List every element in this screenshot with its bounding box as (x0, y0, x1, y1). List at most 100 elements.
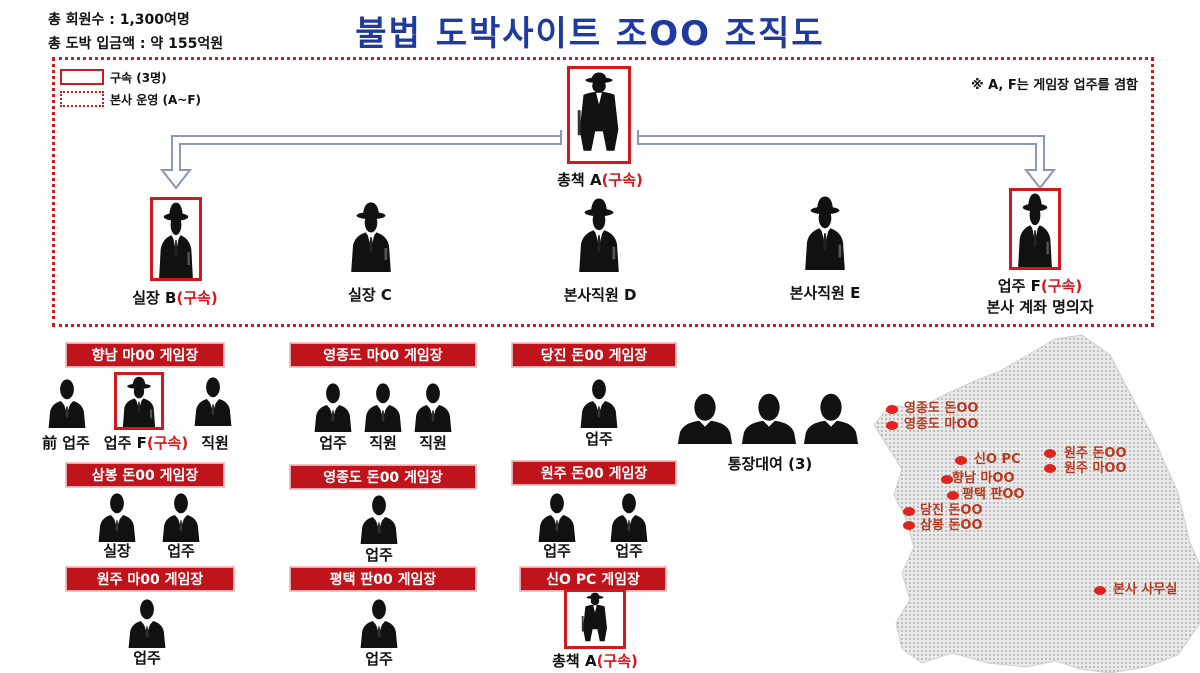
lender-3 (802, 386, 860, 444)
map-label-dangjin: 당진 돈OO (920, 503, 983, 518)
map-label-sambong: 삼봉 돈OO (920, 518, 983, 533)
map-label-hq-office: 본사 사무실 (1113, 582, 1178, 597)
owner-f-label: 업주 F(구속) 본사 계좌 명의자 (960, 276, 1120, 318)
fedora-person-silhouette-icon (570, 69, 628, 161)
manager-b-figure (150, 197, 202, 281)
hyangnam-p2-label: 업주 F(구속) (103, 434, 189, 452)
legend-hq: 본사 운영 (A~F) (60, 88, 201, 110)
page-title: 불법 도박사이트 조OO 조직도 (355, 14, 825, 54)
store-wonju-don-title: 원주 돈00 게임장 (512, 461, 676, 485)
map-label-yeongjong-ma: 영종도 마OO (904, 417, 979, 432)
map-dot-wonju-don (1044, 449, 1056, 458)
yeongjong-ma-p3-label: 직원 (419, 434, 447, 452)
fedora-person-silhouette-icon (572, 196, 626, 272)
store-sambong-title: 삼봉 돈00 게임장 (66, 463, 224, 487)
hq-frame (52, 57, 1154, 327)
map-label-sin-pc: 신O PC (974, 452, 1021, 467)
map-dot-sin-pc (955, 456, 967, 465)
boss-a-figure (567, 66, 631, 164)
store-pyeongtaek-title: 평택 판00 게임장 (290, 567, 476, 591)
manager-c-figure (344, 200, 398, 272)
map-label-pyeongtaek: 평택 판OO (962, 487, 1025, 502)
legend-hq-label: 본사 운영 (A~F) (110, 92, 202, 107)
wonju-don-p1-label: 업주 (543, 542, 571, 560)
yeongjong-ma-staff-1 (360, 378, 406, 432)
sambong-owner (158, 488, 204, 542)
sambong-p2-label: 업주 (167, 542, 195, 560)
staff-d-figure (572, 196, 626, 272)
pyeongtaek-p1-label: 업주 (365, 650, 393, 668)
legend-arrested: 구속 (3명) (60, 66, 201, 88)
deposit-total: 총 도박 입금액 : 약 155억원 (48, 36, 224, 52)
account-lending-label: 통장대여 (3) (727, 455, 813, 473)
dangjin-p1-label: 업주 (585, 430, 613, 448)
suited-person-silhouette-icon (360, 378, 406, 432)
staff-d-label: 본사직원 D (563, 286, 637, 304)
note: ※ A, F는 게임장 업주를 겸함 (970, 78, 1138, 93)
yeongjong-ma-staff-2 (410, 378, 456, 432)
wonju-ma-owner (124, 594, 170, 648)
stats-block: 총 회원수 : 1,300여명 총 도박 입금액 : 약 155억원 (48, 8, 223, 56)
map-dot-hq-office (1094, 586, 1106, 595)
dangjin-owner (576, 374, 622, 428)
fedora-person-silhouette-icon (344, 200, 398, 272)
fedora-person-silhouette-icon (117, 375, 161, 427)
suited-person-silhouette-icon (124, 594, 170, 648)
map-dot-hyangnam (941, 475, 953, 484)
sin-pc-boss-a (564, 589, 626, 649)
hyangnam-former-owner (44, 374, 90, 428)
fedora-person-silhouette-icon (153, 200, 199, 278)
suited-person-silhouette-icon (44, 374, 90, 428)
lender-1 (676, 386, 734, 444)
sin-pc-p1-label: 총책 A(구속) (552, 652, 638, 670)
map-label-wonju-ma: 원주 마OO (1064, 461, 1127, 476)
wonju-don-owner-1 (534, 488, 580, 542)
store-yeongjong-don-title: 영종도 돈00 게임장 (290, 465, 476, 489)
yeongjong-don-owner (356, 490, 402, 544)
wonju-ma-p1-label: 업주 (133, 649, 161, 667)
head-person-silhouette-icon (740, 386, 798, 444)
map-label-wonju-don: 원주 돈OO (1064, 446, 1127, 461)
map-dot-sambong (903, 521, 915, 530)
korea-map (873, 334, 1200, 673)
map-label-hyangnam: 향남 마OO (952, 471, 1015, 486)
suited-person-silhouette-icon (158, 488, 204, 542)
staff-e-figure (798, 194, 852, 270)
manager-c-label: 실장 C (348, 286, 392, 304)
suited-person-silhouette-icon (534, 488, 580, 542)
pyeongtaek-owner (356, 594, 402, 648)
map-dot-pyeongtaek (947, 491, 959, 500)
hyangnam-p3-label: 직원 (201, 434, 229, 452)
head-person-silhouette-icon (802, 386, 860, 444)
store-hyangnam-title: 향남 마00 게임장 (66, 343, 224, 367)
suited-person-silhouette-icon (190, 372, 236, 426)
hyangnam-owner-f (114, 372, 164, 430)
yeongjong-ma-p2-label: 직원 (369, 434, 397, 452)
store-dangjin-title: 당진 돈00 게임장 (512, 343, 676, 367)
suited-person-silhouette-icon (606, 488, 652, 542)
yeongjong-ma-owner (310, 378, 356, 432)
wonju-don-owner-2 (606, 488, 652, 542)
dotted-frame-swatch (60, 91, 104, 107)
suited-person-silhouette-icon (356, 594, 402, 648)
suited-person-silhouette-icon (576, 374, 622, 428)
suited-person-silhouette-icon (410, 378, 456, 432)
fedora-person-silhouette-icon (1012, 191, 1058, 267)
store-yeongjong-ma-title: 영종도 마00 게임장 (290, 343, 476, 367)
legend-arrested-label: 구속 (3명) (110, 70, 167, 85)
map-dot-yeongjong-ma (886, 421, 898, 430)
map-label-yeongjong-don: 영종도 돈OO (904, 401, 979, 416)
suited-person-silhouette-icon (94, 488, 140, 542)
owner-f-role: 본사 계좌 명의자 (986, 298, 1094, 316)
suited-person-silhouette-icon (356, 490, 402, 544)
suited-person-silhouette-icon (310, 378, 356, 432)
owner-f-figure (1009, 188, 1061, 270)
hyangnam-staff (190, 372, 236, 426)
lender-2 (740, 386, 798, 444)
head-person-silhouette-icon (676, 386, 734, 444)
solid-frame-swatch (60, 69, 104, 85)
manager-b-label: 실장 B(구속) (132, 289, 218, 307)
member-count: 총 회원수 : 1,300여명 (48, 12, 190, 28)
fedora-person-silhouette-icon (567, 592, 623, 646)
map-dot-wonju-ma (1044, 464, 1056, 473)
